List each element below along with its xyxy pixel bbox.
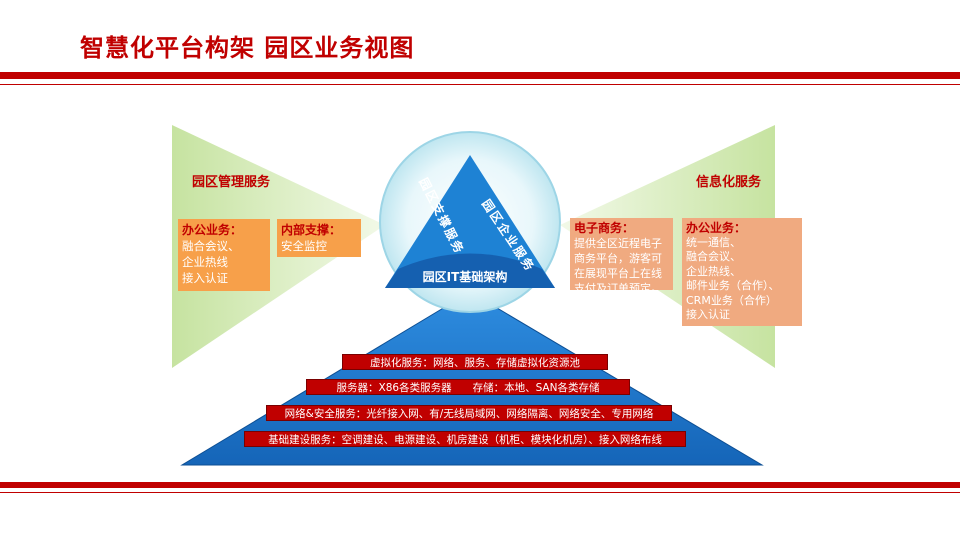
right-section-label: 信息化服务 [696, 175, 762, 190]
inner-triangle [385, 155, 555, 288]
right-office-box: 办公业务： 统一通信、 融合会议、 企业热线、 邮件业务（合作）、 CRM业务（… [682, 218, 802, 326]
right-office-line: 融合会议、 [686, 250, 741, 263]
right-ecommerce-line: 提供全区近程电子 [574, 237, 662, 250]
left-office-line: 接入认证 [182, 271, 228, 285]
left-support-line: 安全监控 [281, 239, 327, 253]
left-section-label: 园区管理服务 [192, 175, 271, 190]
base-pyramid [180, 291, 764, 466]
right-office-line: 统一通信、 [686, 235, 741, 249]
right-ecommerce-line: 在展现平台上在线 [574, 267, 662, 280]
right-office-line: CRM业务（合作） [686, 293, 777, 307]
left-office-line: 企业热线 [182, 255, 228, 269]
left-support-heading: 内部支撑： [281, 223, 342, 237]
triangle-base-label: 园区IT基础架构 [423, 269, 508, 284]
right-office-line: 企业热线、 [686, 264, 741, 278]
footer-divider [0, 482, 960, 488]
footer-divider-thin [0, 492, 960, 493]
header-divider-thin [0, 84, 960, 85]
layer-network-security: 网络&安全服务：光纤接入网、有/无线局域网、网络隔离、网络安全、专用网络 [266, 405, 672, 421]
inner-triangle-base [385, 253, 555, 288]
left-office-heading: 办公业务： [182, 223, 243, 237]
left-office-box: 办公业务： 融合会议、 企业热线 接入认证 [178, 219, 270, 291]
right-office-line: 接入认证 [686, 308, 730, 321]
right-ecommerce-line: 支付及订单预定。 [574, 282, 662, 295]
header-divider [0, 72, 960, 79]
right-office-line: 邮件业务（合作）、 [686, 279, 780, 292]
page-title: 智慧化平台构架 园区业务视图 [80, 34, 415, 62]
layer-infrastructure: 基础建设服务：空调建设、电源建设、机房建设（机柜、模块化机房）、接入网络布线 [244, 431, 686, 447]
right-ecommerce-line: 商务平台，游客可 [574, 252, 662, 265]
left-support-box: 内部支撑： 安全监控 [277, 219, 361, 257]
right-ecommerce-heading: 电子商务： [574, 221, 635, 235]
right-office-heading: 办公业务： [686, 221, 747, 235]
right-ecommerce-box: 电子商务： 提供全区近程电子 商务平台，游客可 在展现平台上在线 支付及订单预定… [570, 218, 673, 295]
layer-server-storage: 服务器：X86各类服务器 存储：本地、SAN各类存储 [306, 379, 630, 395]
layer-virtualization: 虚拟化服务：网络、服务、存储虚拟化资源池 [342, 354, 608, 370]
left-office-line: 融合会议、 [182, 239, 240, 253]
